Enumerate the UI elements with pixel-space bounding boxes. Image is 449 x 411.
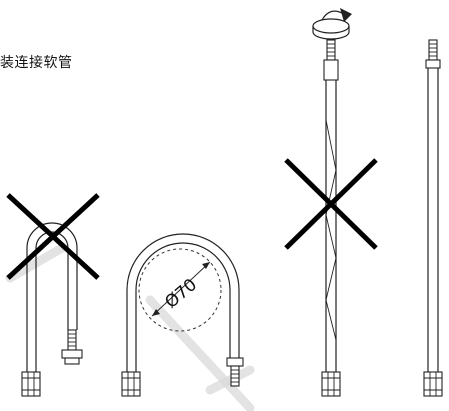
hose-fitting	[428, 39, 438, 61]
x-mark-icon	[6, 193, 100, 280]
hose-nut	[423, 371, 443, 397]
hose-fitting	[326, 39, 336, 61]
hose-nut	[121, 371, 141, 397]
instruction-heading: 装连接软管	[0, 55, 73, 71]
hose-fitting	[230, 365, 240, 387]
bend-radius-circle	[138, 248, 222, 332]
x-mark-icon	[284, 158, 378, 250]
arrow-head-icon	[202, 262, 210, 269]
diameter-label: Ø70	[161, 275, 201, 313]
hose-nut	[21, 371, 41, 397]
diameter-line	[151, 261, 211, 317]
hose-nut	[321, 371, 341, 397]
hose-twisted	[312, 8, 352, 397]
hose-straight	[423, 39, 443, 397]
hose-tight-bend	[21, 222, 83, 397]
arrow-head-icon	[152, 309, 160, 316]
rotate-arrow-icon	[312, 8, 352, 40]
hose-fitting	[67, 329, 77, 351]
hose-correct-bend: Ø70	[121, 233, 244, 397]
